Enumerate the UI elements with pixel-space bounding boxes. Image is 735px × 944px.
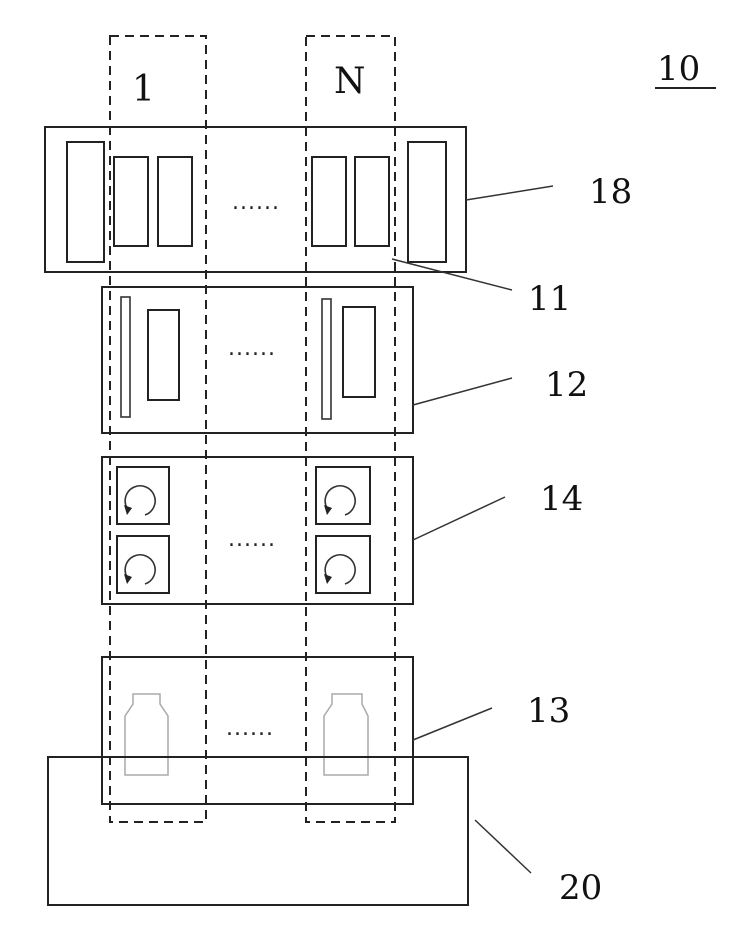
- module-13-ellipsis: ......: [226, 716, 274, 741]
- cell-frame: [117, 467, 169, 524]
- leader-line-11: [392, 259, 512, 290]
- module-14-ellipsis: ......: [228, 527, 276, 552]
- bottle-icon-colN: [324, 694, 368, 775]
- leader-line-18: [466, 186, 553, 200]
- rotation-cell-col1-top: [117, 467, 169, 524]
- module-18-ellipsis: ......: [232, 190, 280, 215]
- module-12-colN-block: [343, 307, 375, 397]
- arrow-head-icon: [324, 505, 332, 515]
- column-N-boundary: [306, 36, 395, 822]
- module-18-left-tall-block: [67, 142, 104, 262]
- module-12-col1-strip: [121, 297, 130, 417]
- module-18: ......: [45, 127, 466, 272]
- cell-frame: [316, 536, 370, 593]
- arrow-head-icon: [124, 505, 132, 515]
- label-14: 14: [540, 479, 583, 519]
- arrow-head-icon: [124, 574, 132, 584]
- label-12: 12: [545, 365, 588, 405]
- leader-line-12: [413, 378, 512, 405]
- module-18-col1-block-b: [158, 157, 192, 246]
- leader-line-20: [475, 820, 531, 873]
- column-1-boundary: [110, 36, 206, 822]
- column-1-label: 1: [132, 69, 155, 110]
- label-13: 13: [527, 691, 570, 731]
- rotation-cell-colN-bottom: [316, 536, 370, 593]
- label-18: 18: [589, 172, 632, 212]
- module-12-ellipsis: ......: [228, 336, 276, 361]
- column-N-label: N: [334, 61, 366, 102]
- module-13: ......: [102, 657, 413, 804]
- module-12-col1-block: [148, 310, 179, 400]
- label-20: 20: [559, 868, 602, 908]
- module-14: ......: [102, 457, 413, 604]
- figure-number: 10: [657, 49, 700, 89]
- cell-frame: [117, 536, 169, 593]
- rotation-cell-col1-bottom: [117, 536, 169, 593]
- arrow-head-icon: [324, 574, 332, 584]
- rotation-cell-colN-top: [316, 467, 370, 524]
- module-12: ......: [102, 287, 413, 433]
- bottle-icon-col1: [125, 694, 168, 775]
- module-18-colN-block-a: [312, 157, 346, 246]
- module-18-right-tall-block: [408, 142, 446, 262]
- leader-line-13: [413, 708, 492, 740]
- cell-frame: [316, 467, 370, 524]
- leader-line-14: [413, 497, 505, 540]
- label-11: 11: [528, 279, 571, 319]
- module-18-colN-block-b: [355, 157, 389, 246]
- module-18-col1-block-a: [114, 157, 148, 246]
- module-12-colN-strip: [322, 299, 331, 419]
